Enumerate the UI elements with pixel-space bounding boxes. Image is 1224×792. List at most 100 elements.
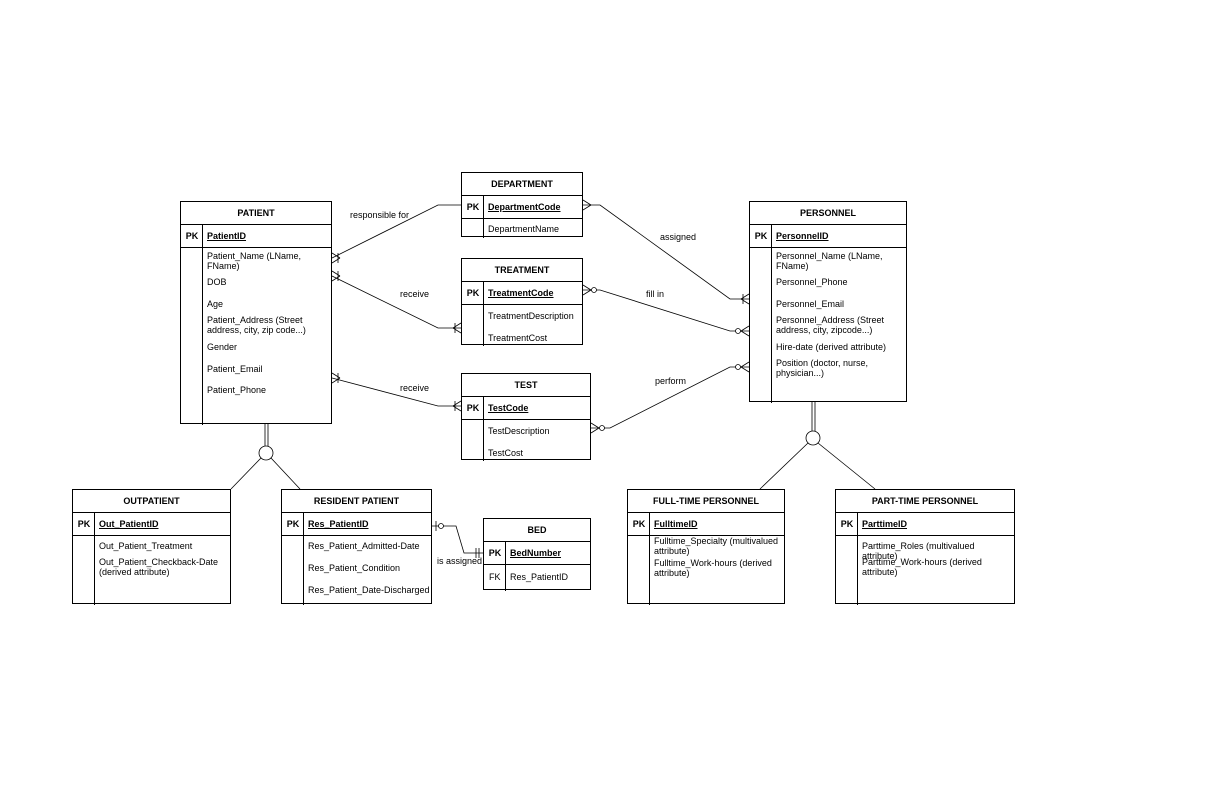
attribute: Personnel_Phone: [776, 277, 848, 287]
line-receive-test: [331, 377, 461, 407]
entity-bed[interactable]: BED PK BedNumber FK Res_PatientID: [483, 518, 591, 591]
crowfoot-test-perform: [590, 422, 600, 434]
line-hierarchy-to-outpatient: [230, 457, 262, 490]
label-responsible-for: responsible for: [350, 210, 410, 220]
entity-title: FULL-TIME PERSONNEL: [628, 490, 784, 513]
attribute: Position (doctor, nurse, physician...): [776, 358, 869, 378]
pk-row: PK DepartmentCode: [462, 196, 582, 219]
entity-treatment[interactable]: TREATMENT PK TreatmentCode TreatmentDesc…: [461, 258, 583, 346]
pk-field: PersonnelID: [776, 231, 829, 241]
label-is-assigned: is assigned: [437, 556, 483, 566]
pk-field: DepartmentCode: [488, 202, 561, 212]
pk-field: TreatmentCode: [488, 288, 554, 298]
crowfoot-personnel-perform: [740, 361, 750, 373]
pk-key: PK: [754, 231, 768, 241]
pk-row: PK Out_PatientID: [73, 513, 230, 536]
entity-title: OUTPATIENT: [73, 490, 230, 513]
attribute: Out_Patient_Treatment: [99, 541, 193, 551]
entity-title: TEST: [462, 374, 590, 397]
attribute: Patient_Address (Street address, city, z…: [207, 315, 306, 335]
line-hierarchy-to-fulltime: [759, 442, 809, 490]
line-receive-treatment: [331, 275, 461, 329]
entity-test[interactable]: TEST PK TestCode TestDescription TestCos…: [461, 373, 591, 461]
pk-key: PK: [466, 403, 480, 413]
pk-key: PK: [77, 519, 91, 529]
attribute: Hire-date (derived attribute): [776, 342, 887, 352]
pk-row: PK TreatmentCode: [462, 282, 582, 305]
attribute: Patient_Email: [207, 364, 263, 374]
pk-field: PatientID: [207, 231, 247, 241]
entity-title: DEPARTMENT: [462, 173, 582, 196]
entity-personnel[interactable]: PERSONNEL PK PersonnelID Personnel_Name …: [749, 201, 907, 403]
line-fill-in: [583, 289, 749, 332]
crowfoot-patient-receive-test: [331, 372, 341, 384]
crowfoot-treatment-fill-in: [582, 284, 592, 296]
entity-title: PART-TIME PERSONNEL: [836, 490, 1014, 513]
pk-key: PK: [840, 519, 854, 529]
pk-row: PK FulltimeID: [628, 513, 784, 536]
mark-bed-is-assigned: [475, 548, 480, 558]
pk-key: PK: [488, 548, 502, 558]
fk-field: Res_PatientID: [510, 572, 569, 582]
crowfoot-personnel-fill-in: [740, 325, 750, 337]
entity-title: BED: [484, 519, 590, 542]
pk-field: ParttimeID: [862, 519, 908, 529]
pk-key: PK: [185, 231, 199, 241]
label-perform: perform: [655, 376, 687, 386]
crowfoot-test-receive: [452, 400, 462, 412]
entity-outpatient[interactable]: OUTPATIENT PK Out_PatientID Out_Patient_…: [72, 489, 231, 605]
entity-title: TREATMENT: [462, 259, 582, 282]
pk-row: PK BedNumber: [484, 542, 590, 565]
entity-department[interactable]: DEPARTMENT PK DepartmentCode DepartmentN…: [461, 172, 583, 238]
attribute: Gender: [207, 342, 238, 352]
entity-patient[interactable]: PATIENT PK PatientID Patient_Name (LName…: [180, 201, 332, 425]
pk-row: PK TestCode: [462, 397, 590, 420]
attribute: DepartmentName: [488, 224, 560, 234]
attribute: TestCost: [488, 448, 524, 458]
pk-row: PK Res_PatientID: [282, 513, 431, 536]
crowfoot-treatment-receive: [452, 322, 462, 334]
attribute: Out_Patient_Checkback-Date (derived attr…: [99, 557, 219, 577]
pk-key: PK: [286, 519, 300, 529]
attribute: Fulltime_Specialty (multivalued attribut…: [654, 536, 779, 556]
pk-key: PK: [466, 288, 480, 298]
pk-field: Out_PatientID: [99, 519, 159, 529]
pk-row: PK PersonnelID: [750, 225, 906, 248]
attribute: Parttime_Work-hours (derived attribute): [862, 557, 982, 577]
attribute: Personnel_Address (Street address, city,…: [776, 315, 885, 335]
label-fill-in: fill in: [646, 289, 665, 299]
label-assigned: assigned: [660, 232, 697, 242]
label-receive-test: receive: [400, 383, 430, 393]
attribute: Parttime_Roles (multivalued attribute): [862, 541, 975, 561]
pk-row: PK ParttimeID: [836, 513, 1014, 536]
attribute: Patient_Phone: [207, 385, 267, 395]
pk-field: BedNumber: [510, 548, 562, 558]
pk-row: PK PatientID: [181, 225, 331, 248]
fk-key: FK: [489, 572, 501, 582]
subtype-circle-personnel: [805, 430, 821, 446]
attribute: TreatmentCost: [488, 333, 548, 343]
attribute: TreatmentDescription: [488, 311, 574, 321]
crowfoot-patient-responsible: [331, 252, 341, 264]
label-receive-treatment: receive: [400, 289, 430, 299]
attribute: DOB: [207, 277, 227, 287]
line-hierarchy-to-parttime: [817, 442, 876, 490]
attribute: Fulltime_Work-hours (derived attribute): [654, 558, 772, 578]
entity-resident-patient[interactable]: RESIDENT PATIENT PK Res_PatientID Res_Pa…: [281, 489, 432, 605]
crowfoot-patient-receive-treatment: [331, 270, 341, 282]
attribute: TestDescription: [488, 426, 550, 436]
attribute: Patient_Name (LName, FName): [207, 251, 302, 271]
attribute: Res_Patient_Date-Discharged: [308, 585, 430, 595]
entity-fulltime-personnel[interactable]: FULL-TIME PERSONNEL PK FulltimeID Fullti…: [627, 489, 785, 605]
attribute: Res_Patient_Condition: [308, 563, 401, 573]
pk-field: Res_PatientID: [308, 519, 369, 529]
line-is-assigned: [432, 525, 483, 554]
entity-parttime-personnel[interactable]: PART-TIME PERSONNEL PK ParttimeID Partti…: [835, 489, 1015, 605]
line-responsible-for: [331, 204, 461, 259]
subtype-circle-patient: [258, 445, 274, 461]
pk-field: FulltimeID: [654, 519, 698, 529]
line-personnel-to-hierarchy: [811, 402, 816, 431]
crowfoot-department-assigned: [582, 199, 592, 211]
attribute: Age: [207, 299, 224, 309]
